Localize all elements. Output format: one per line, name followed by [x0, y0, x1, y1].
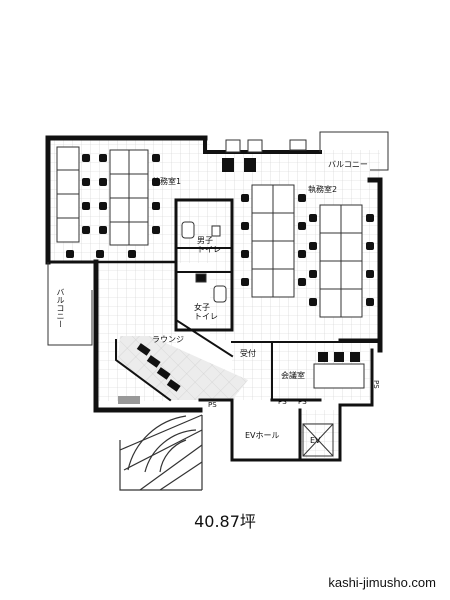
toilet-fixtures: [181, 221, 227, 303]
meeting-furniture: [313, 352, 365, 389]
floor-area-text: 40.87坪: [194, 512, 256, 531]
balcony-left-outline: [47, 262, 93, 346]
mens-toilet-label: 男子 トイレ: [197, 236, 221, 255]
ps-label-mid2: PS: [298, 398, 307, 406]
ps-label-left: PS: [208, 401, 217, 409]
lounge-floor: [118, 336, 248, 400]
office1-chairs: [66, 154, 160, 258]
office1-desks: [56, 146, 149, 246]
balcony-top-label: バルコニー: [328, 160, 368, 169]
ps-label-mid1: PS: [278, 398, 287, 406]
womens-toilet-label: 女子 トイレ: [194, 303, 218, 322]
lounge-seating: [118, 343, 181, 404]
elevator-label: EV: [310, 436, 321, 445]
balconies: [47, 131, 389, 346]
office2-chairs: [241, 194, 374, 306]
reception-label: 受付: [240, 349, 256, 358]
meeting-room-label: 会議室: [281, 371, 305, 380]
lounge-label: ラウンジ: [152, 335, 184, 344]
spiral-stair: [119, 414, 203, 491]
office2-label: 執務室2: [308, 185, 338, 194]
ps-label-right: PS: [372, 380, 380, 389]
ev-floor: [300, 410, 340, 458]
office2-desks: [251, 184, 363, 318]
balcony-left-label: バルコニー: [56, 288, 65, 328]
elevator-shaft: [302, 423, 334, 457]
office1-label: 執務室1: [152, 177, 182, 186]
walls: [45, 135, 383, 462]
ev-hall-label: EVホール: [245, 431, 280, 440]
window-seats: [222, 139, 307, 172]
balcony-top-outline: [319, 131, 389, 171]
website-label: kashi-jimusho.com: [328, 575, 436, 590]
